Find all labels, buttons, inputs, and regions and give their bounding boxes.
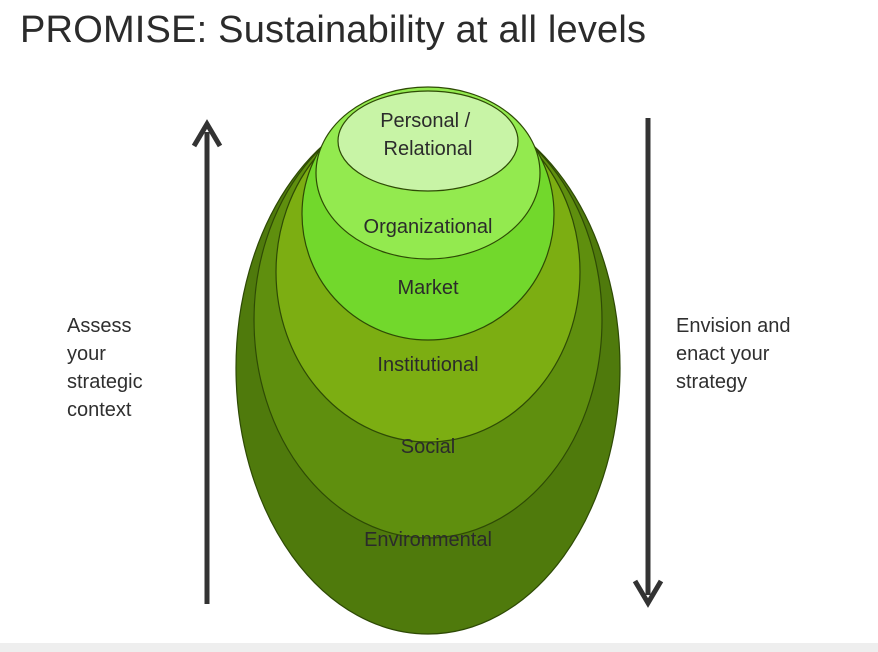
label-social: Social xyxy=(401,436,455,458)
label-personal-relational: Personal / Relational xyxy=(380,110,476,160)
right-caption: Envision and enact your strategy xyxy=(676,315,791,393)
bottom-band xyxy=(0,643,878,652)
slide-title: PROMISE: Sustainability at all levels xyxy=(20,9,647,51)
labels-group: Environmental Social Institutional Marke… xyxy=(364,110,493,551)
label-environmental: Environmental xyxy=(364,529,492,551)
layer-personal-relational xyxy=(337,90,519,192)
label-market: Market xyxy=(397,277,459,299)
layers-group xyxy=(235,86,621,635)
label-organizational: Organizational xyxy=(364,216,493,238)
label-institutional: Institutional xyxy=(377,354,478,376)
left-caption: Assess your strategic context xyxy=(67,315,143,421)
up-arrow-icon xyxy=(191,119,223,604)
down-arrow-icon xyxy=(632,118,664,608)
